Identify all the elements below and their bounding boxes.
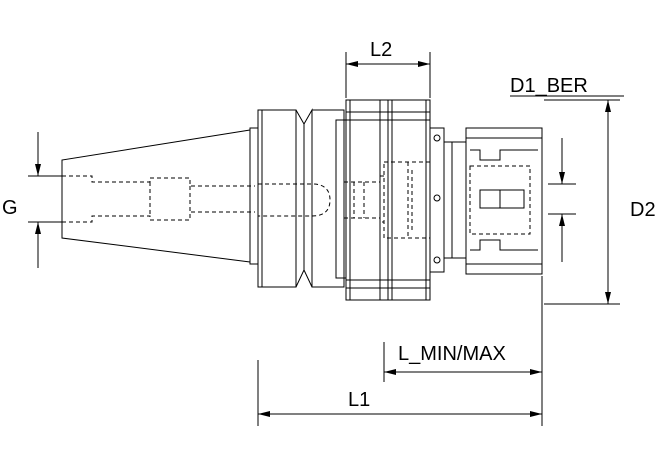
- label-d1-ber: D1_BER: [510, 75, 588, 97]
- dimension-g: G: [2, 132, 62, 268]
- dimension-d1-ber: D1_BER: [510, 75, 624, 262]
- center-bore: [257, 175, 384, 223]
- label-l1: L1: [348, 389, 370, 411]
- taper-shank: [61, 129, 255, 263]
- collet-head: [465, 127, 543, 275]
- dimension-d2: D2: [544, 99, 656, 305]
- flange-body: [249, 108, 347, 288]
- dimension-l2: L2: [345, 39, 431, 98]
- adjustment-body: [345, 99, 431, 301]
- label-l-min-max: L_MIN/MAX: [398, 343, 506, 365]
- dimension-l1: L1: [257, 360, 542, 426]
- label-l2: L2: [370, 39, 392, 61]
- dimension-l-min-max: L_MIN/MAX: [383, 276, 543, 426]
- label-g: G: [2, 197, 18, 219]
- label-d2: D2: [630, 199, 656, 221]
- clamping-nut: [429, 127, 467, 273]
